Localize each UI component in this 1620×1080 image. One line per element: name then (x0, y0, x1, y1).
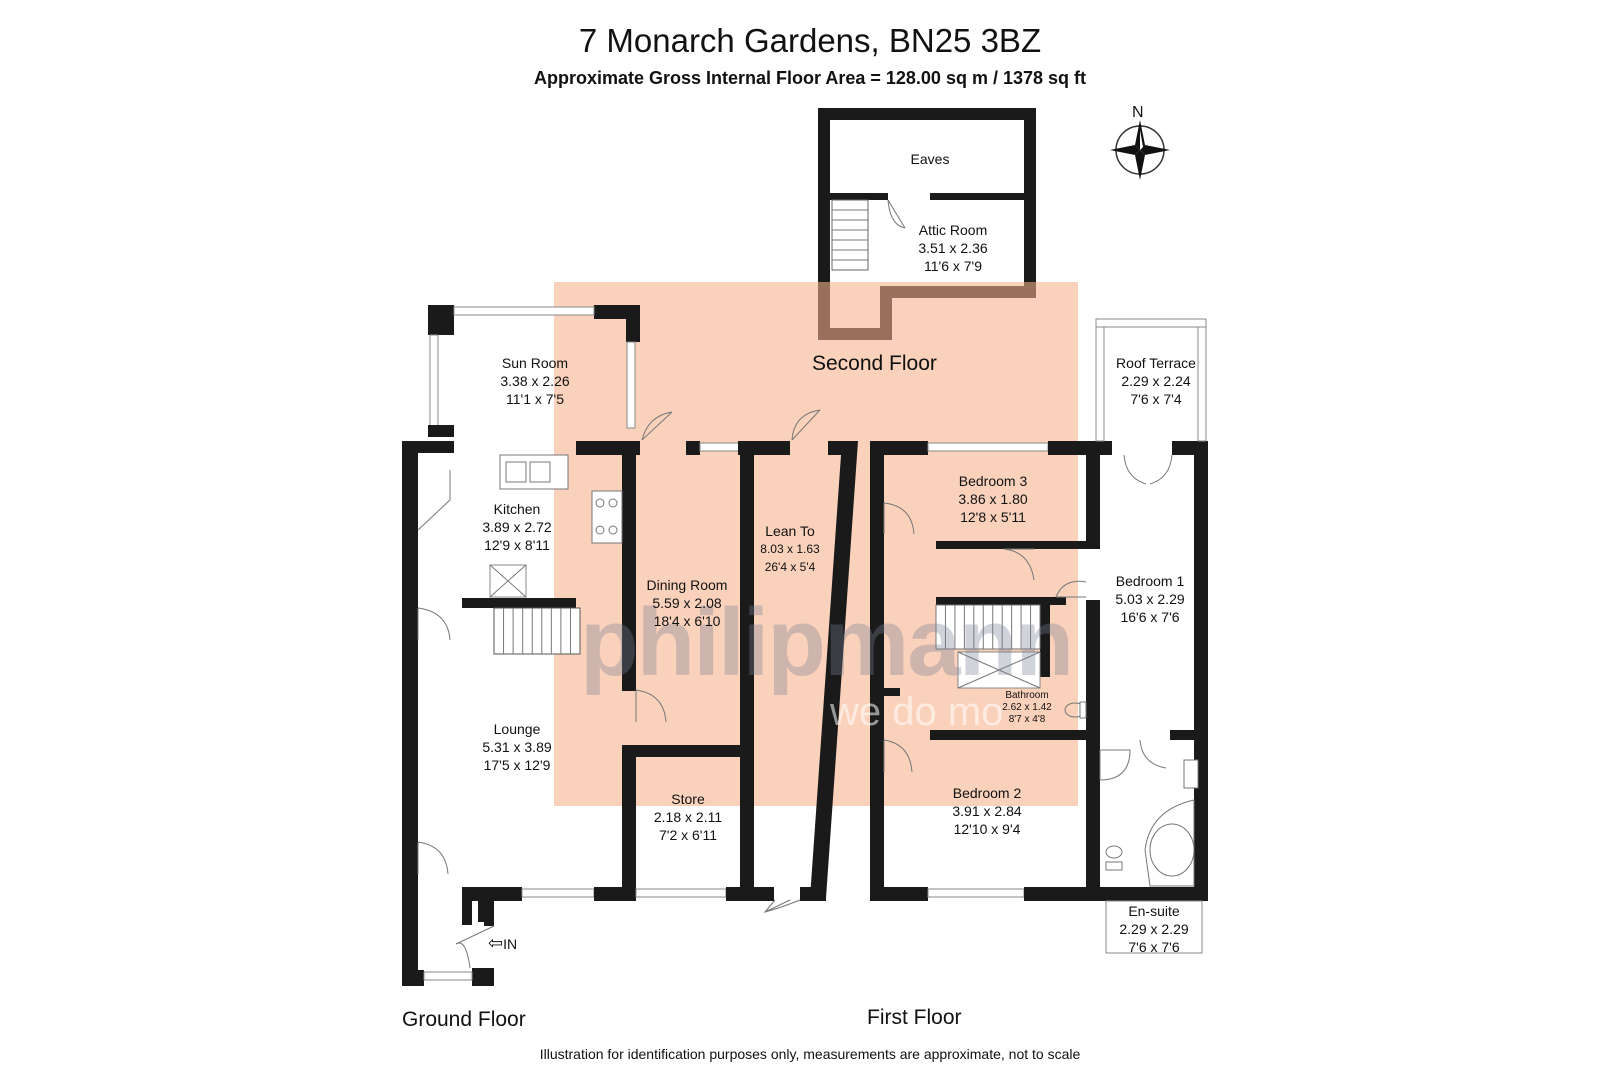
room-name: Lean To (765, 523, 815, 539)
room-imperial: 16'6 x 7'6 (1120, 609, 1180, 625)
room-dining-room: Dining Room 5.59 x 2.08 18'4 x 6'10 (632, 576, 742, 630)
room-name: Bathroom (1005, 690, 1049, 701)
room-name: Dining Room (646, 577, 728, 593)
entrance-marker: ⇦IN (488, 933, 517, 954)
room-metric: 5.31 x 3.89 (482, 739, 552, 755)
watermark-tagline: we do mo (830, 690, 1004, 734)
room-imperial: 17'5 x 12'9 (483, 757, 551, 773)
first-floor-doors (883, 454, 1173, 773)
first-floor-fittings (935, 604, 1203, 954)
floor-area-summary: Approximate Gross Internal Floor Area = … (533, 68, 1087, 88)
room-metric: 3.86 x 1.80 (958, 491, 1028, 507)
room-name: Bedroom 3 (958, 473, 1028, 489)
room-bedroom-3: Bedroom 3 3.86 x 1.80 12'8 x 5'11 (938, 472, 1048, 526)
room-name: Store (671, 791, 705, 807)
room-roof-terrace: Roof Terrace 2.29 x 2.24 7'6 x 7'4 (1102, 354, 1210, 408)
room-metric: 2.18 x 2.11 (653, 809, 723, 825)
room-name: Roof Terrace (1116, 355, 1196, 371)
first-floor-stairs (944, 605, 1032, 649)
ground-floor-stairs (503, 608, 571, 654)
room-imperial: 7'6 x 7'6 (1128, 939, 1180, 955)
room-lean-to: Lean To 8.03 x 1.63 26'4 x 5'4 (750, 522, 830, 576)
room-bedroom-2: Bedroom 2 3.91 x 2.84 12'10 x 9'4 (932, 784, 1042, 838)
room-imperial: 11'1 x 7'5 (505, 391, 565, 407)
room-imperial: 18'4 x 6'10 (653, 613, 721, 629)
room-metric: 3.89 x 2.72 (482, 519, 552, 535)
room-metric: 2.29 x 2.29 (1119, 921, 1189, 937)
first-floor-walls (870, 318, 1208, 901)
room-imperial: 26'4 x 5'4 (764, 560, 816, 574)
room-metric: 3.51 x 2.36 (918, 240, 988, 256)
room-name: Kitchen (493, 501, 541, 517)
room-imperial: 12'10 x 9'4 (953, 821, 1021, 837)
room-store: Store 2.18 x 2.11 7'2 x 6'11 (638, 790, 738, 844)
room-imperial: 7'2 x 6'11 (658, 827, 718, 843)
room-name: En-suite (1128, 903, 1180, 919)
disclaimer: Illustration for identification purposes… (539, 1046, 1081, 1062)
room-imperial: 12'8 x 5'11 (960, 509, 1026, 525)
floor-label-ground: Ground Floor (402, 1008, 526, 1031)
room-metric: 3.38 x 2.26 (500, 373, 570, 389)
room-name: Attic Room (918, 222, 988, 238)
watermark-brand: philipmann (580, 589, 1074, 696)
room-en-suite: En-suite 2.29 x 2.29 7'6 x 7'6 (1106, 902, 1202, 956)
room-name: Bedroom 1 (1115, 573, 1185, 589)
room-imperial: 8'7 x 4'8 (1008, 714, 1046, 725)
room-imperial: 7'6 x 7'4 (1130, 391, 1182, 407)
room-metric: 5.59 x 2.08 (652, 595, 722, 611)
room-metric: 8.03 x 1.63 (760, 542, 820, 556)
room-sun-room: Sun Room 3.38 x 2.26 11'1 x 7'5 (480, 354, 590, 408)
room-lounge: Lounge 5.31 x 3.89 17'5 x 12'9 (462, 720, 572, 774)
room-imperial: 12'9 x 8'11 (484, 537, 550, 553)
ground-floor-walls (402, 305, 858, 986)
floor-label-first: First Floor (867, 1006, 962, 1029)
floor-label-second: Second Floor (812, 352, 937, 375)
room-attic: Attic Room 3.51 x 2.36 11'6 x 7'9 (898, 221, 1008, 275)
room-name: Eaves (910, 151, 950, 167)
room-name: Lounge (493, 721, 541, 737)
compass-icon (1110, 120, 1170, 180)
room-metric: 2.62 x 1.42 (1002, 702, 1052, 713)
room-name: Sun Room (501, 355, 569, 371)
door-swings (417, 409, 821, 969)
room-metric: 3.91 x 2.84 (952, 803, 1022, 819)
compass-north-label: N (1132, 104, 1144, 121)
attic-stairs (832, 209, 868, 261)
room-eaves: Eaves (890, 150, 970, 168)
room-kitchen: Kitchen 3.89 x 2.72 12'9 x 8'11 (462, 500, 572, 554)
entrance-label: IN (503, 936, 518, 952)
room-bathroom: Bathroom 2.62 x 1.42 8'7 x 4'8 (990, 690, 1064, 726)
room-imperial: 11'6 x 7'9 (923, 258, 983, 274)
room-name: Bedroom 2 (952, 785, 1022, 801)
room-metric: 5.03 x 2.29 (1115, 591, 1185, 607)
kitchen-fittings (417, 454, 623, 598)
room-bedroom-1: Bedroom 1 5.03 x 2.29 16'6 x 7'6 (1100, 572, 1200, 626)
entrance-arrow-icon: ⇦ (488, 933, 504, 953)
property-title: 7 Monarch Gardens, BN25 3BZ (578, 22, 1042, 59)
room-metric: 2.29 x 2.24 (1121, 373, 1191, 389)
